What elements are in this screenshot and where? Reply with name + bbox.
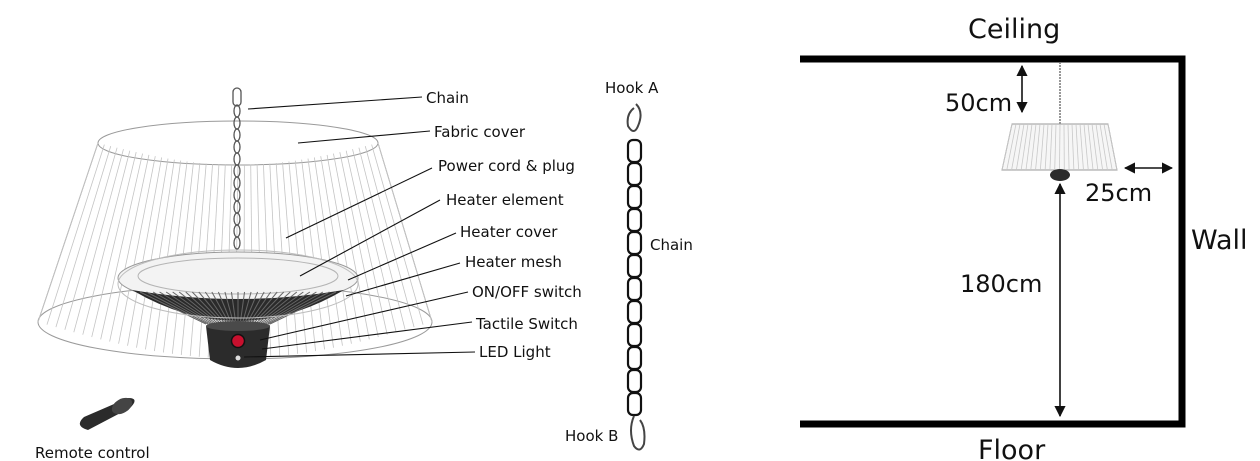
heater-illustration bbox=[37, 87, 433, 368]
label-heater-mesh: Heater mesh bbox=[465, 253, 562, 271]
label-power-cord: Power cord & plug bbox=[438, 157, 575, 175]
label-hook-b: Hook B bbox=[565, 427, 618, 445]
label-led-light: LED Light bbox=[479, 343, 551, 361]
leader-lines bbox=[243, 96, 476, 358]
label-ceiling: Ceiling bbox=[968, 14, 1060, 45]
label-floor: Floor bbox=[978, 435, 1046, 461]
on-off-switch-button bbox=[230, 333, 246, 349]
led-light-dot bbox=[235, 355, 241, 361]
hook-a-icon bbox=[626, 103, 642, 132]
label-on-off-switch: ON/OFF switch bbox=[472, 283, 582, 301]
label-fabric-cover: Fabric cover bbox=[434, 123, 526, 141]
control-unit bbox=[206, 321, 270, 368]
label-chain: Chain bbox=[426, 89, 469, 107]
label-heater-cover: Heater cover bbox=[460, 223, 558, 241]
label-remote-control: Remote control bbox=[35, 444, 150, 461]
label-tactile-switch: Tactile Switch bbox=[475, 315, 578, 333]
label-heater-element: Heater element bbox=[446, 191, 564, 209]
room-outline bbox=[800, 55, 1186, 428]
label-hook-a: Hook A bbox=[605, 79, 659, 97]
label-ceiling-gap: 50cm bbox=[945, 89, 1012, 117]
installation-diagram bbox=[800, 55, 1186, 428]
label-wall: Wall bbox=[1191, 225, 1248, 256]
label-wall-gap: 25cm bbox=[1085, 179, 1152, 207]
label-floor-gap: 180cm bbox=[960, 270, 1042, 298]
label-chain-side: Chain bbox=[650, 236, 693, 254]
mini-control-unit bbox=[1050, 169, 1070, 181]
hanging-chain bbox=[232, 87, 242, 250]
hook-b-icon bbox=[630, 415, 646, 451]
heater-element-dish bbox=[117, 249, 359, 325]
remote-control-icon bbox=[79, 397, 135, 430]
chain-assembly bbox=[626, 103, 646, 451]
